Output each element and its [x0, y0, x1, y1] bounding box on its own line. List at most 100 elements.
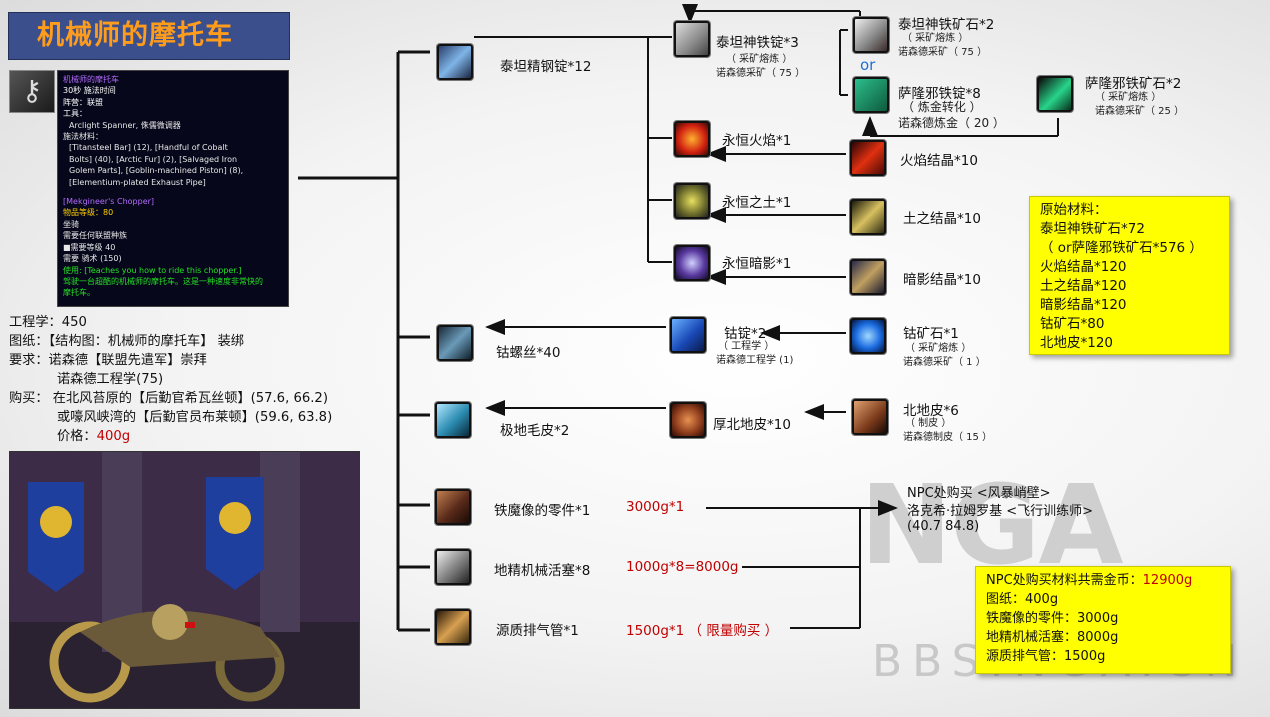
cobalt-bar-icon [670, 317, 706, 353]
cobalt-ore-icon [850, 318, 886, 354]
node-cobalt-bar: 钴锭*2 [724, 326, 767, 342]
raw-materials-box: 原始材料： 泰坦神铁矿石*72 （ or萨隆邪铁矿石*576 ） 火焰结晶*12… [1029, 196, 1230, 355]
cost-line: 源质排气管：1500g [986, 649, 1106, 664]
node-titansteel-bar: 泰坦精钢锭*12 [500, 59, 592, 75]
node-eternal-earth: 永恒之土*1 [722, 195, 792, 211]
piston-icon [435, 549, 471, 585]
node-exhaust: 源质排气管*1 [496, 623, 579, 639]
raw-line: 土之结晶*120 [1040, 278, 1127, 294]
eternal-fire-icon [674, 121, 710, 157]
node-borean-leather-sub: 诺森德制皮（ 15 ） [903, 432, 993, 443]
node-titanium-ore: 泰坦神铁矿石*2 [898, 17, 995, 33]
arctic-fur-icon [435, 402, 471, 438]
tooltip-reagents-head: 施法材料： [63, 132, 103, 142]
node-titanium-bar-sub: （ 采矿熔炼 ） [726, 54, 793, 65]
cost-line: 图纸：400g [986, 592, 1059, 607]
crystal-fire-icon [850, 140, 886, 176]
tooltip-req-skill: 需要 骑术 (150) [63, 254, 122, 264]
tooltip-item-level: 物品等级：80 [63, 208, 114, 218]
raw-line: 原始材料： [1040, 202, 1108, 218]
tooltip-desc: 摩托车。 [63, 288, 95, 298]
npc-line-2: 洛克希·拉姆罗基 <飞行训练师> [907, 504, 1094, 519]
tooltip-tools-head: 工具： [63, 109, 87, 119]
node-titanium-bar: 泰坦神铁锭*3 [716, 35, 799, 51]
crystal-earth-icon [850, 199, 886, 235]
info-skill: 工程学：450 [9, 315, 87, 330]
item-tooltip: 机械师的摩托车 30秒 施法时间 阵营：联盟 工具： Arclight Span… [57, 70, 289, 307]
node-saronite-bar-sub: （ 炼金转化 ） [902, 100, 982, 114]
npc-line-1: NPC处购买 <风暴峭壁> [907, 486, 1051, 501]
node-saronite-bar-sub: 诺森德炼金（ 20 ） [898, 116, 1005, 130]
info-requirement-2: 诺森德工程学(75) [57, 372, 164, 387]
tooltip-desc: 驾驶一台超酷的机械师的摩托车。这是一种速度非常快的 [63, 276, 263, 286]
raw-line: （ or萨隆邪铁矿石*576 ） [1040, 240, 1203, 256]
info-buy: 购买： 在北风苔原的【后勤官希瓦丝顿】(57.6, 66.2) [9, 391, 328, 406]
exhaust-price: 1500g*1 （ 限量购买 ） [626, 623, 779, 639]
tooltip-name: 机械师的摩托车 [63, 75, 119, 84]
golem-parts-icon [435, 489, 471, 525]
raw-line: 火焰结晶*120 [1040, 259, 1127, 275]
golem-price: 3000g*1 [626, 499, 685, 515]
node-saronite-ore: 萨隆邪铁矿石*2 [1085, 76, 1182, 92]
cost-line: 地精机械活塞：8000g [986, 630, 1119, 645]
node-cobalt-bar-sub: （ 工程学 ） [718, 341, 775, 352]
tooltip-reagent-line: [Titansteel Bar] (12), [Handful of Cobal… [69, 143, 228, 153]
piston-price: 1000g*8=8000g [626, 559, 739, 575]
tooltip-reagent-line: Bolts] (40), [Arctic Fur] (2), [Salvaged… [69, 154, 238, 164]
titansteel-bar-icon [437, 44, 473, 80]
cost-summary-box: NPC处购买材料共需金币：12900g 图纸：400g 铁魔像的零件：3000g… [975, 566, 1231, 674]
node-cobalt-ore-sub: （ 采矿熔炼 ） [905, 343, 972, 354]
eternal-shadow-icon [674, 245, 710, 281]
or-label: or [860, 56, 876, 74]
chopper-screenshot [9, 451, 360, 709]
tooltip-reagent-line: Golem Parts], [Goblin-machined Piston] (… [69, 166, 244, 176]
cobalt-bolts-icon [437, 325, 473, 361]
tooltip-cast: 30秒 施法时间 [63, 86, 116, 96]
node-cobalt-ore: 钴矿石*1 [903, 326, 959, 342]
raw-line: 钴矿石*80 [1040, 316, 1105, 332]
cost-total: 12900g [1142, 573, 1193, 588]
crystal-shadow-icon [850, 259, 886, 295]
borean-leather-icon [852, 399, 888, 435]
tooltip-mount: 坐骑 [63, 219, 79, 229]
node-golem-parts: 铁魔像的零件*1 [494, 503, 591, 519]
node-cobalt-bolts: 钴螺丝*40 [496, 345, 561, 361]
node-crystal-earth: 土之结晶*10 [903, 211, 981, 227]
info-price: 价格：400g [57, 427, 130, 446]
tooltip-tools: Arclight Spanner, 侏儒微调器 [69, 120, 181, 130]
node-saronite-bar: 萨隆邪铁锭*8 [898, 86, 981, 102]
node-borean-leather: 北地皮*6 [903, 403, 959, 419]
saronite-bar-icon [853, 77, 889, 113]
tooltip-item-name: [Mekgineer's Chopper] [63, 197, 155, 207]
raw-line: 北地皮*120 [1040, 335, 1114, 351]
node-crystal-shadow: 暗影结晶*10 [903, 272, 981, 288]
price-value: 400g [96, 429, 131, 444]
watermark-nga: NGA [860, 461, 1123, 589]
eternal-earth-icon [674, 183, 710, 219]
heavy-borean-leather-icon [670, 402, 706, 438]
info-blueprint: 图纸：【结构图：机械师的摩托车】 装绑 [9, 334, 244, 349]
tooltip-req-faction: 需要任何联盟种族 [63, 231, 127, 241]
node-cobalt-ore-sub: 诺森德采矿（ 1 ） [903, 357, 986, 368]
info-buy-2: 或嚎风峡湾的【后勤官员布莱顿】(59.6, 63.8) [57, 410, 333, 425]
saronite-ore-icon [1037, 76, 1073, 112]
node-titanium-bar-sub: 诺森德采矿（ 75 ） [716, 68, 806, 79]
tooltip-use: 使用: [Teaches you how to ride this choppe… [63, 265, 242, 275]
node-eternal-fire: 永恒火焰*1 [722, 133, 792, 149]
node-cobalt-bar-sub: 诺森德工程学 (1) [716, 355, 794, 366]
cost-head-label: NPC处购买材料共需金币： [986, 573, 1143, 588]
node-heavy-borean: 厚北地皮*10 [713, 417, 791, 433]
titanium-ore-icon [853, 17, 889, 53]
price-label: 价格： [57, 429, 97, 444]
info-requirement: 要求：诺森德【联盟先遣军】崇拜 [9, 353, 207, 368]
exhaust-pipe-icon [435, 609, 471, 645]
node-titanium-ore-sub: （ 采矿熔炼 ） [902, 33, 969, 44]
titanium-bar-icon [674, 21, 710, 57]
raw-line: 暗影结晶*120 [1040, 297, 1127, 313]
tooltip-faction: 阵营：联盟 [63, 97, 103, 107]
node-crystal-fire: 火焰结晶*10 [900, 153, 978, 169]
node-titanium-ore-sub: 诺森德采矿（ 75 ） [898, 47, 988, 58]
node-piston: 地精机械活塞*8 [494, 563, 591, 579]
node-arctic-fur: 极地毛皮*2 [500, 423, 570, 439]
